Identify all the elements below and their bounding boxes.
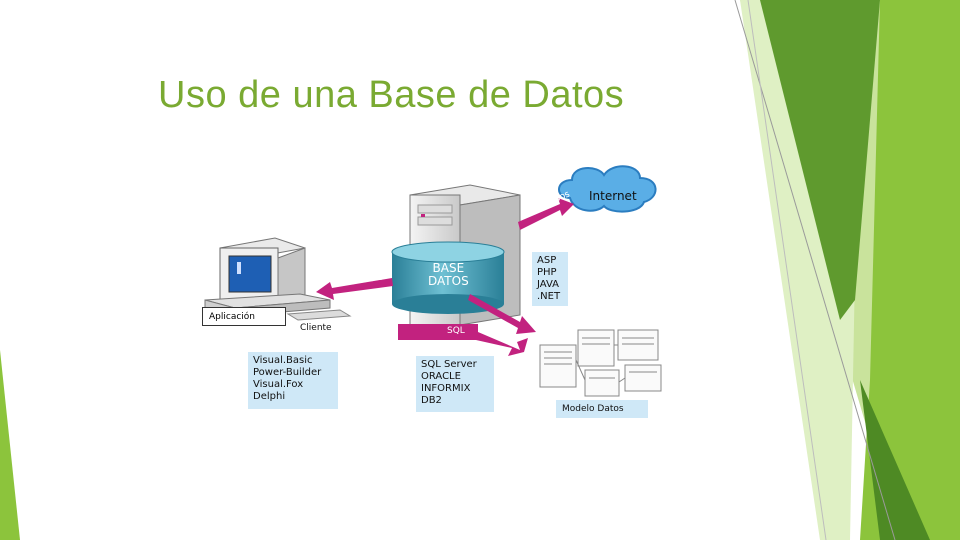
arrow-resultados-left — [316, 278, 393, 300]
server-language-item: JAVA — [537, 279, 560, 290]
server-language-item: ASP — [537, 255, 557, 266]
arrow-server-to-model — [468, 294, 536, 334]
internet-cloud — [558, 165, 657, 213]
data-model-label: Modelo Datos — [556, 400, 648, 418]
server-language-item: PHP — [537, 267, 557, 278]
client-tools-box: Visual.Basic Power-Builder Visual.Fox De… — [248, 352, 338, 409]
right-dark-band — [760, 0, 880, 320]
db-engine-item: INFORMIX — [421, 383, 471, 394]
right-mid-band — [860, 0, 960, 540]
page-title: Uso de una Base de Datos — [158, 74, 625, 116]
db-engine-item: DB2 — [421, 395, 442, 406]
left-corner-shape — [0, 350, 20, 540]
client-tool-item: Delphi — [253, 391, 286, 402]
internet-label: Internet — [589, 189, 637, 203]
client-tool-item: Visual.Fox — [253, 379, 304, 390]
database-cylinder — [391, 241, 505, 314]
right-divider-line — [734, 0, 896, 540]
database-label: BASE DATOS — [428, 262, 469, 288]
arrow-resultados-top — [518, 198, 574, 230]
data-model-sketch — [539, 329, 662, 397]
arrow-sql-label: SQL — [447, 326, 465, 336]
server-side-languages-box: ASP PHP JAVA .NET — [532, 252, 568, 306]
client-label: Cliente — [300, 323, 332, 333]
application-label: Aplicación — [202, 307, 286, 326]
right-divider-line-2 — [747, 0, 827, 540]
right-accent-band — [860, 380, 930, 540]
db-engine-item: SQL Server — [421, 359, 477, 370]
db-engine-item: ORACLE — [421, 371, 461, 382]
server-language-item: .NET — [537, 291, 561, 302]
db-engines-box: SQL Server ORACLE INFORMIX DB2 — [416, 356, 494, 412]
arrow-sql — [398, 324, 528, 356]
client-tool-item: Visual.Basic — [253, 355, 313, 366]
client-computer — [204, 237, 352, 321]
database-label-line2: DATOS — [428, 274, 469, 288]
client-tool-item: Power-Builder — [253, 367, 322, 378]
database-label-line1: BASE — [432, 261, 465, 275]
